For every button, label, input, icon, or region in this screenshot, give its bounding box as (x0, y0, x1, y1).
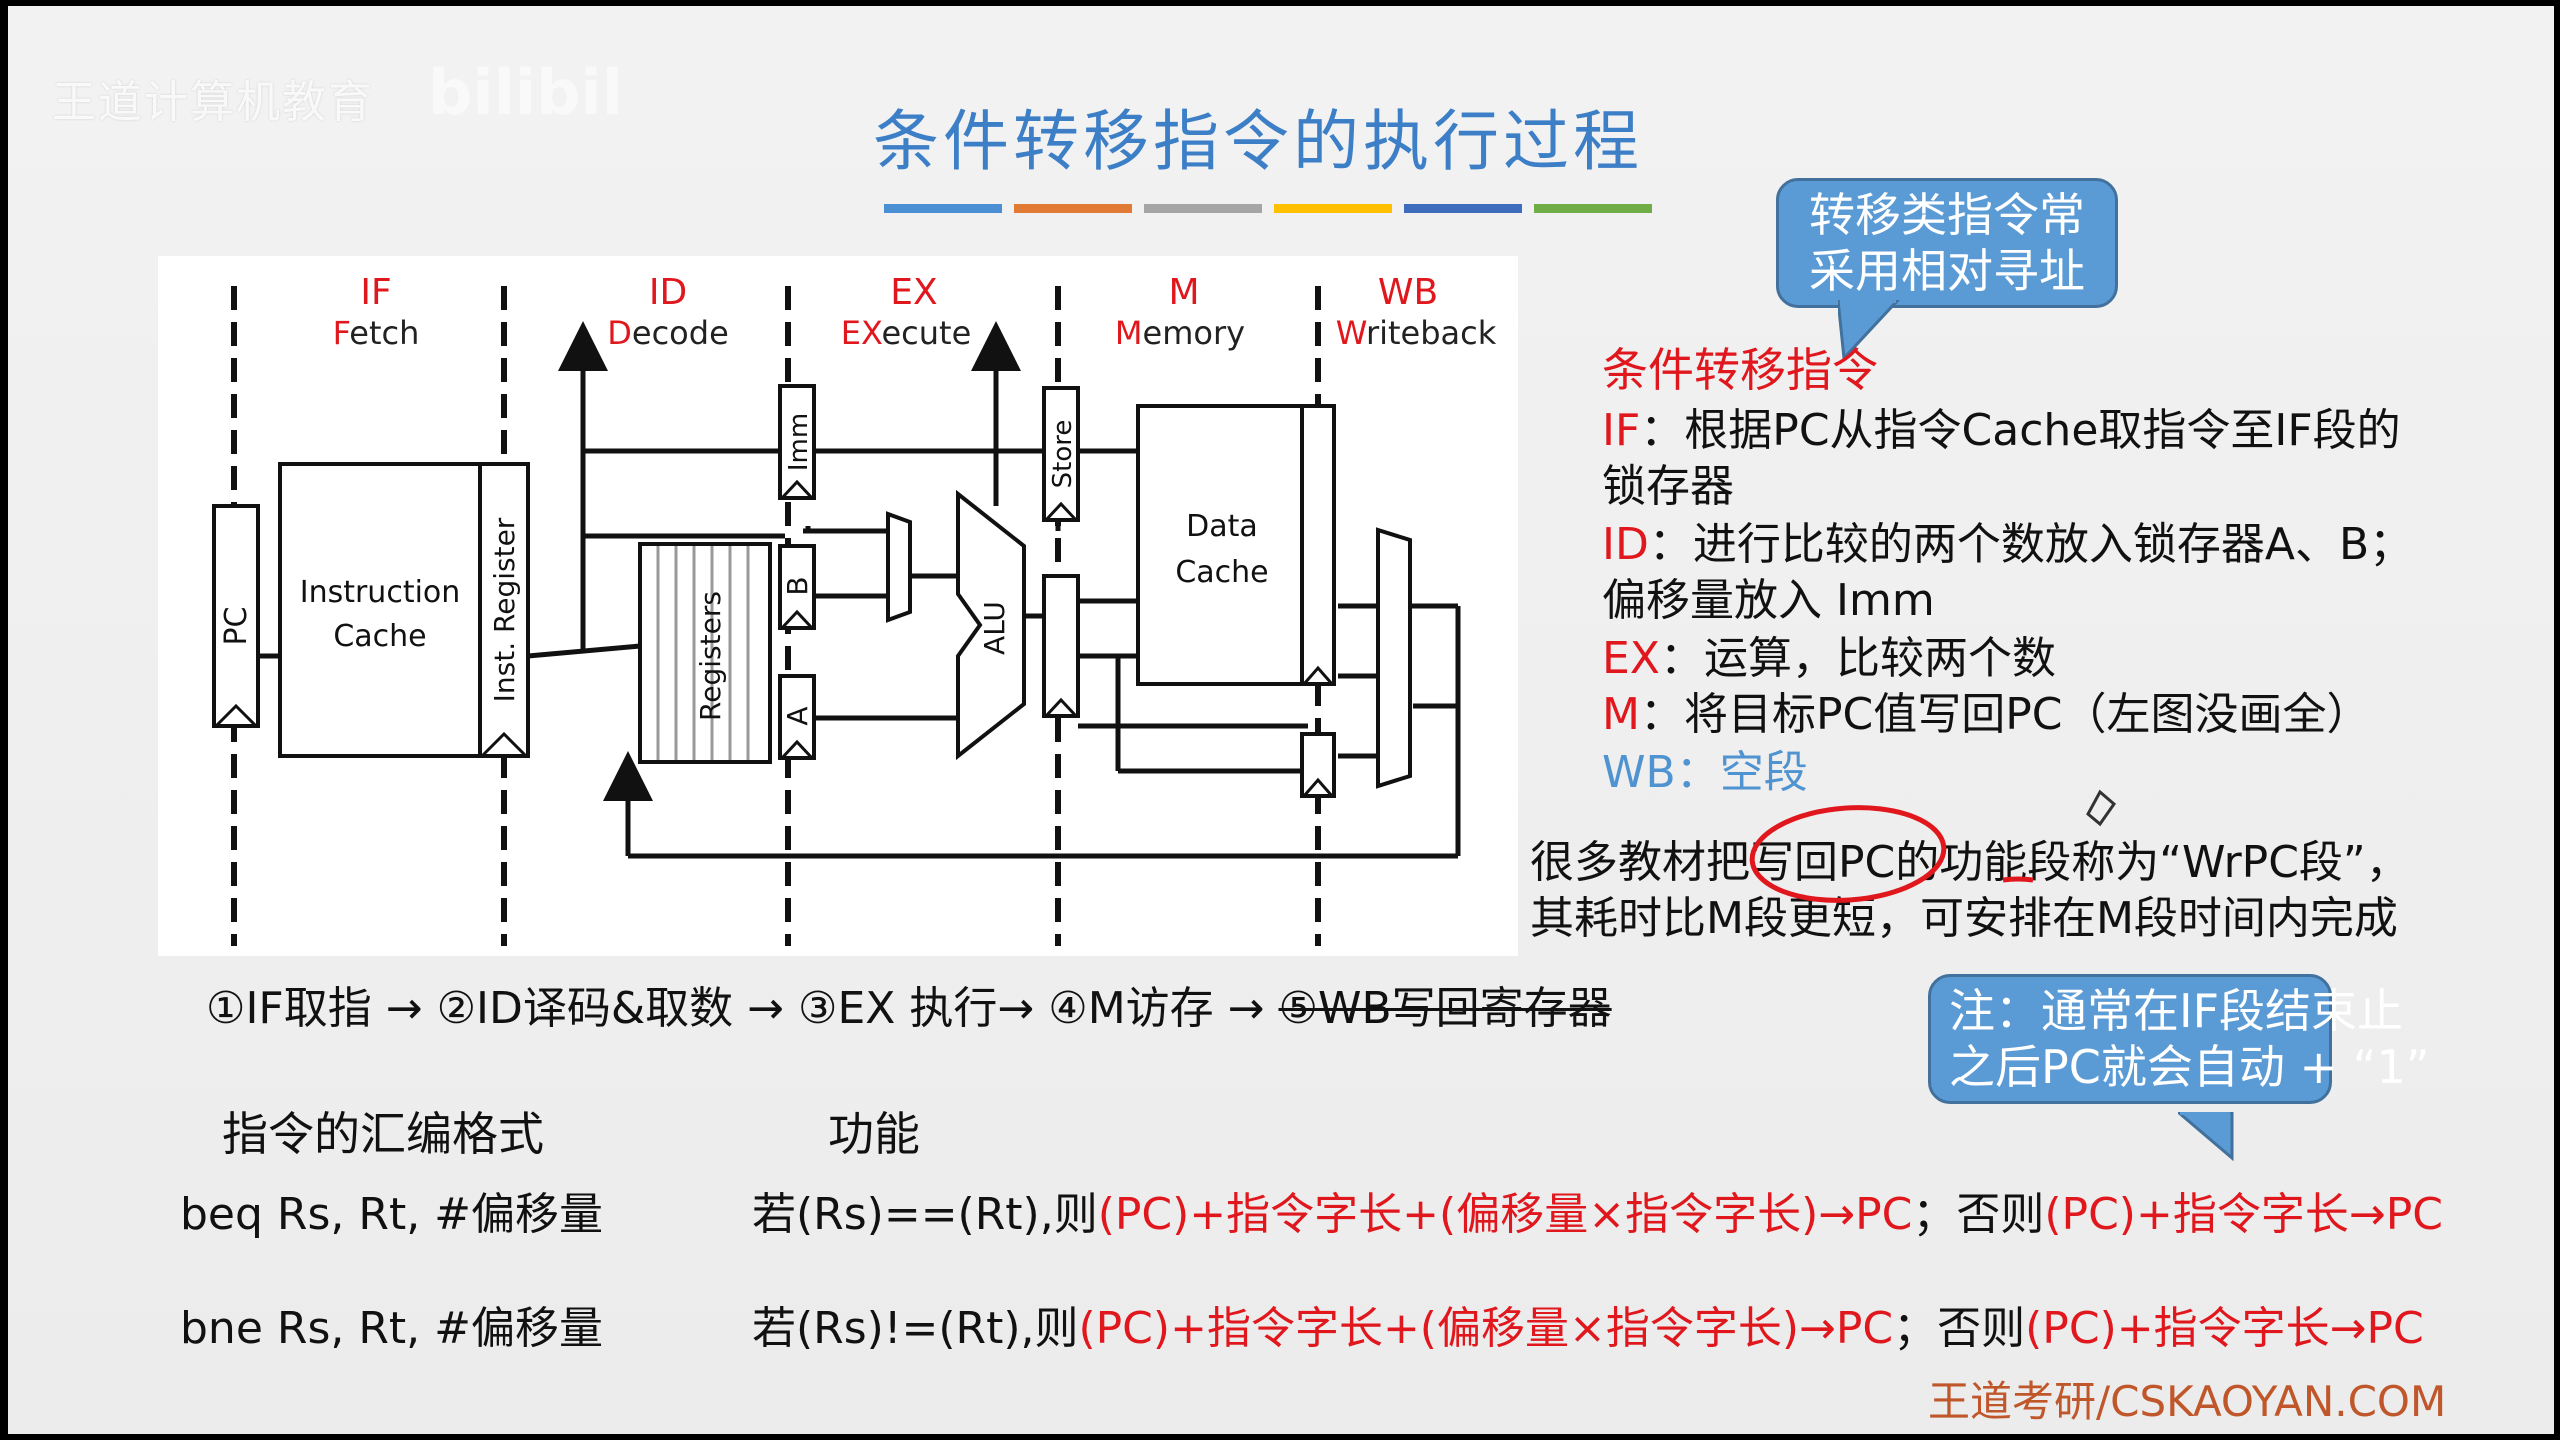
title-color-bar (884, 204, 1652, 213)
stage-ex-abbr: EX (890, 272, 937, 313)
note-line-2: 其耗时比M段更短，可安排在M段时间内完成 (1530, 893, 2398, 944)
color-segment (1534, 204, 1652, 213)
wb-latches (1300, 404, 1336, 798)
table-header-function: 功能 (828, 1107, 920, 1161)
callout-line: 之后PC就会自动 + “1” (1949, 1040, 2430, 1094)
store-latch: Store (1042, 386, 1080, 522)
table-row-function: 若(Rs)!=(Rt),则(PC)+指令字长+(偏移量×指令字长)→PC；否则(… (752, 1303, 2424, 1354)
instruction-cache-label-2: Cache (333, 619, 426, 654)
svg-text:bilibili: bilibili (428, 58, 618, 128)
ex-result-latch (1042, 574, 1080, 718)
pc-label: PC (219, 606, 254, 645)
callout-line: 采用相对寻址 (1809, 244, 2085, 298)
stage-if-abbr: IF (360, 272, 391, 313)
stage-wb-name: Writeback (1336, 314, 1497, 352)
slide-title: 条件转移指令的执行过程 (873, 103, 1643, 180)
data-cache-label-1: Data (1186, 509, 1258, 544)
stage-headers: IF Fetch ID Decode EX EXecute M Memory W… (333, 272, 1497, 352)
table-row-asm: bne Rs, Rt, #偏移量 (180, 1303, 604, 1354)
side-wb-line: WB：空段 (1602, 736, 1808, 800)
registers-label: Registers (694, 591, 727, 721)
alu-input-mux (886, 511, 912, 623)
handwritten-annotation (1749, 789, 2117, 903)
inst-register-label: Inst. Register (488, 517, 521, 702)
pipeline-diagram: IF Fetch ID Decode EX EXecute M Memory W… (158, 256, 1518, 956)
alu-label: ALU (978, 601, 1011, 655)
side-id-line-2: 偏移量放入 Imm (1602, 575, 1935, 626)
pen-cursor-icon (2086, 789, 2117, 827)
callout-top-pointer (1838, 300, 1901, 362)
wb-label: WB (1602, 747, 1676, 798)
color-segment (884, 204, 1002, 213)
m-text: ：将目标PC值写回PC（左图没画全） (1639, 689, 2371, 740)
pipeline-flow: ①IF取指 → ②ID译码&取数 → ③EX 执行→ ④M访存 → ⑤WB写回寄… (206, 972, 1612, 1036)
id-label: ID (1602, 519, 1649, 570)
side-id-line: ID：进行比较的两个数放入锁存器A、B； (1602, 508, 2413, 572)
side-if-line: IF：根据PC从指令Cache取指令至IF段的 (1602, 394, 2401, 458)
instruction-cache-label-1: Instruction (300, 575, 461, 610)
writeback-mux (1376, 527, 1412, 789)
color-segment (1014, 204, 1132, 213)
bilibili-logo-mark: bilibili (428, 56, 644, 129)
wb-text: ：空段 (1675, 747, 1808, 798)
table-row-function: 若(Rs)==(Rt),则(PC)+指令字长+(偏移量×指令字长)→PC；否则(… (752, 1189, 2443, 1240)
store-label: Store (1048, 420, 1078, 489)
callout-line: 注：通常在IF段结束止 (1949, 984, 2404, 1038)
callout-relative-addressing: 转移类指令常 采用相对寻址 (1776, 178, 2118, 308)
side-m-line: M：将目标PC值写回PC（左图没画全） (1602, 678, 2370, 742)
pipeline-diagram-svg: IF Fetch ID Decode EX EXecute M Memory W… (212, 272, 1497, 946)
b-latch: B (778, 544, 816, 630)
side-if-line-2: 锁存器 (1602, 461, 1734, 512)
stage-m-name: Memory (1115, 314, 1245, 352)
stage-wb-abbr: WB (1378, 272, 1438, 313)
data-cache-label-2: Cache (1175, 555, 1268, 590)
id-text: ：进行比较的两个数放入锁存器A、B； (1648, 519, 2414, 570)
flow-struck-stage: ⑤WB写回寄存器 (1278, 983, 1612, 1034)
inst-register-latch: Inst. Register (478, 462, 530, 758)
stage-id-name: Decode (607, 314, 729, 352)
data-cache: Data Cache (1136, 404, 1310, 686)
a-label: A (781, 706, 814, 725)
a-latch: A (778, 674, 816, 760)
side-ex-line: EX：运算，比较两个数 (1602, 622, 2056, 686)
bilibili-logo: bilibili (428, 56, 644, 143)
instruction-cache: Instruction Cache (278, 462, 482, 758)
ex-label: EX (1602, 633, 1660, 684)
imm-latch: Imm (778, 384, 816, 500)
if-label: IF (1602, 405, 1641, 456)
m-label: M (1602, 689, 1640, 740)
alu: ALU (956, 489, 1026, 761)
stage-id-abbr: ID (649, 272, 687, 313)
callout-line: 转移类指令常 (1809, 188, 2085, 242)
callout-bottom-pointer (2178, 1112, 2234, 1162)
color-segment (1404, 204, 1522, 213)
stage-m-abbr: M (1168, 272, 1199, 313)
slide: 王道计算机教育 bilibili 条件转移指令的执行过程 (8, 6, 2554, 1434)
color-segment (1274, 204, 1392, 213)
ex-text: ：运算，比较两个数 (1659, 633, 2056, 684)
channel-watermark: 王道计算机教育 (52, 77, 374, 128)
stage-ex-name: EXecute (841, 314, 972, 352)
pc-latch: PC (212, 504, 260, 728)
color-segment (1144, 204, 1262, 213)
imm-label: Imm (784, 413, 814, 471)
b-label: B (781, 576, 814, 595)
flow-main: ①IF取指 → ②ID译码&取数 → ③EX 执行→ ④M访存 → (206, 983, 1279, 1034)
table-row-asm: beq Rs, Rt, #偏移量 (180, 1189, 604, 1240)
if-text: ：根据PC从指令Cache取指令至IF段的 (1640, 405, 2401, 456)
table-header-asm: 指令的汇编格式 (222, 1107, 544, 1161)
register-file: Registers (638, 542, 772, 764)
side-heading: 条件转移指令 (1602, 343, 1878, 397)
note-line-1: 很多教材把写回PC的功能段称为“WrPC段”， (1530, 837, 2410, 888)
callout-pc-increment: 注：通常在IF段结束止 之后PC就会自动 + “1” (1928, 974, 2430, 1104)
stage-if-name: Fetch (333, 314, 420, 352)
footer-brand: 王道考研/CSKAOYAN.COM (1928, 1377, 2447, 1426)
